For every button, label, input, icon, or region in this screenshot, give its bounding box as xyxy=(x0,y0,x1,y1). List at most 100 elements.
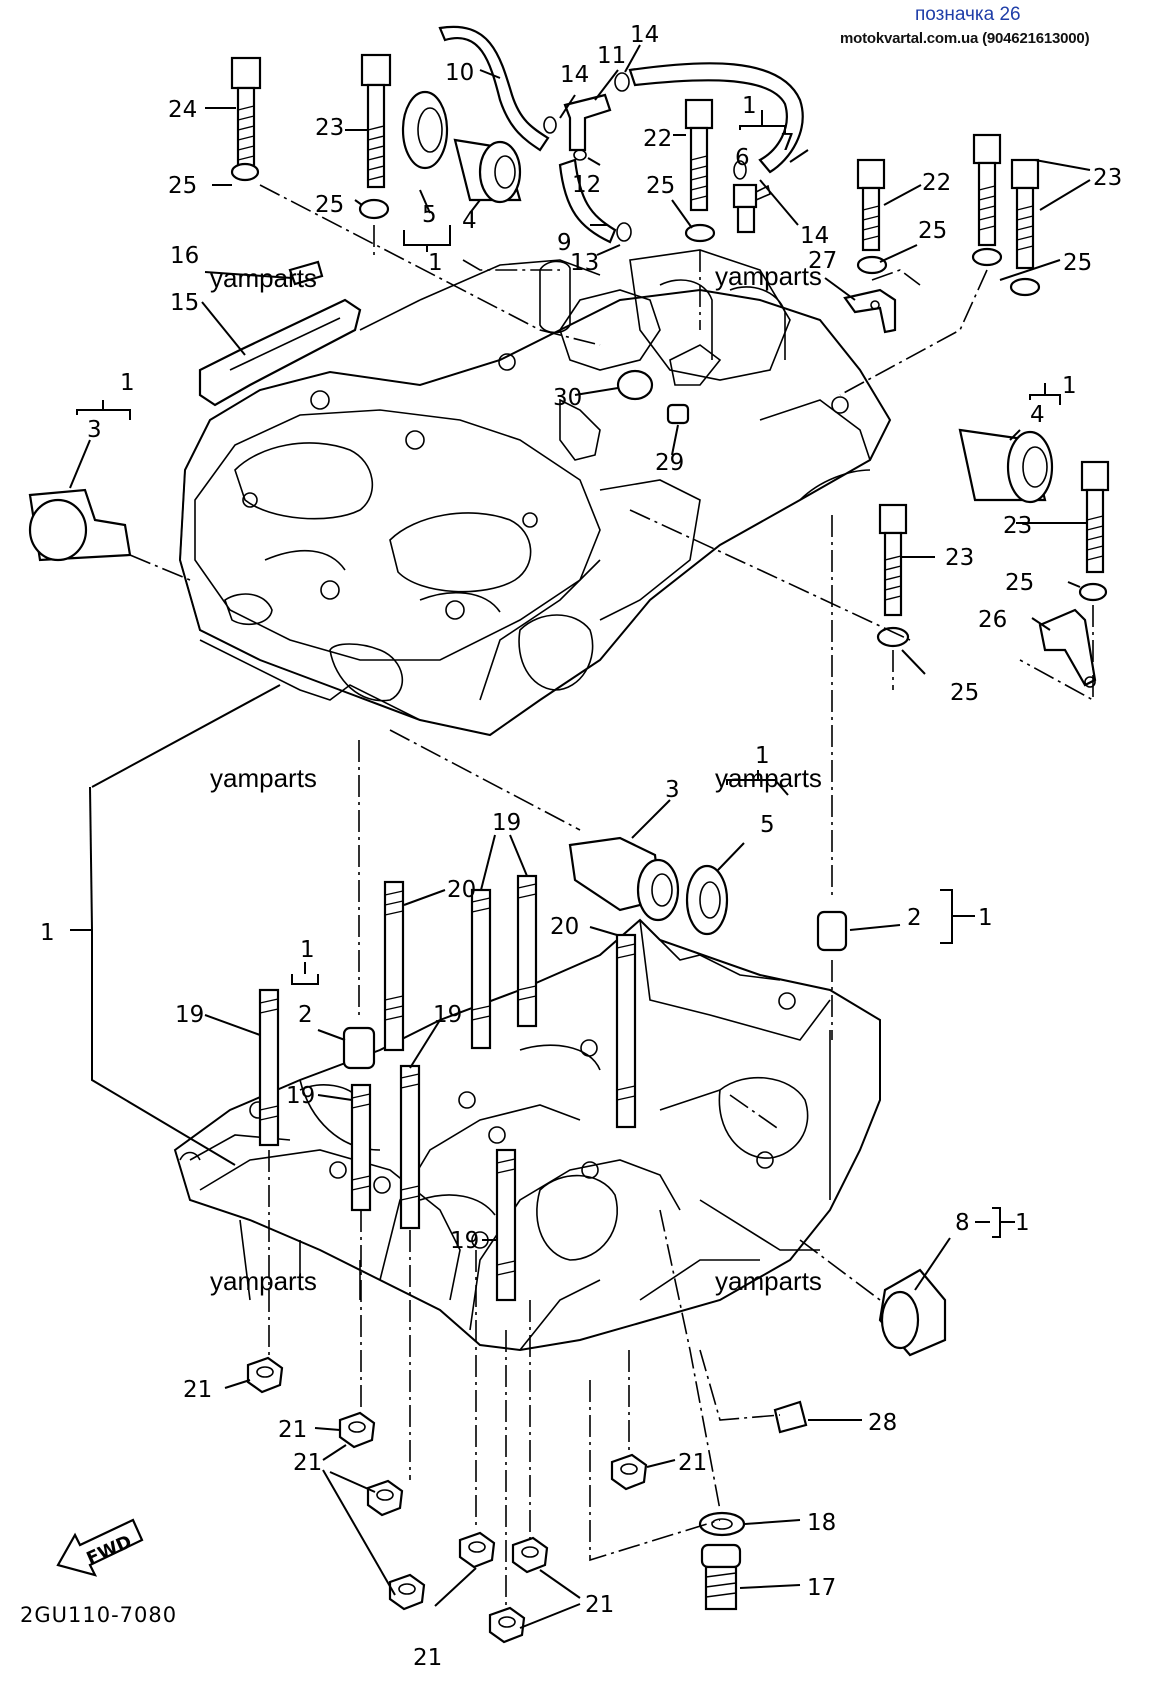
nut-21-d xyxy=(388,1573,426,1611)
callout-22: 22 xyxy=(643,126,672,152)
callout-27: 27 xyxy=(808,248,837,274)
callout-17: 17 xyxy=(807,1575,836,1601)
callout-12: 12 xyxy=(572,172,601,198)
assembly-lines xyxy=(129,184,1094,1610)
watermark-text: yamparts xyxy=(715,261,822,291)
callout-6: 6 xyxy=(735,145,750,171)
callout-10: 10 xyxy=(445,60,474,86)
watermark-text: yamparts xyxy=(210,763,317,793)
callout-25: 25 xyxy=(1063,250,1092,276)
callout-26: 26 xyxy=(978,607,1007,633)
callout-20: 20 xyxy=(550,914,579,940)
callout-1: 1 xyxy=(978,905,993,931)
bolt-24 xyxy=(230,56,262,168)
knock-pin-30 xyxy=(616,369,654,401)
callout-5: 5 xyxy=(422,202,437,228)
stud-19-c xyxy=(258,988,280,1147)
watermark-text: yamparts xyxy=(210,263,317,293)
diagram-code: 2GU110-7080 xyxy=(20,1603,177,1627)
callout-8: 8 xyxy=(955,1210,970,1236)
callout-19: 19 xyxy=(286,1083,315,1109)
callout-2: 2 xyxy=(907,905,922,931)
callout-19: 19 xyxy=(492,810,521,836)
hose-10 xyxy=(438,25,550,152)
bolt-22-b xyxy=(856,158,886,252)
washer-25-g xyxy=(1078,582,1108,602)
bolt-23-a xyxy=(360,53,392,189)
callout-21: 21 xyxy=(413,1645,442,1671)
callout-1: 1 xyxy=(300,937,315,963)
forward-arrow-icon: FWD xyxy=(56,1518,144,1577)
washer-25-b xyxy=(358,198,390,220)
source-site-label: motokvartal.com.ua (904621613000) xyxy=(840,30,1090,47)
bolt-22-a xyxy=(684,98,714,212)
nut-21-a xyxy=(246,1356,284,1394)
callout-25: 25 xyxy=(168,173,197,199)
nut-21-e xyxy=(458,1531,496,1569)
cover-15 xyxy=(198,298,362,407)
stud-19-d xyxy=(350,1083,372,1212)
watermark-text: yamparts xyxy=(715,763,822,793)
nut-21-h xyxy=(610,1453,648,1491)
clip-14-a xyxy=(543,116,557,134)
callout-21: 21 xyxy=(585,1592,614,1618)
callout-22: 22 xyxy=(922,170,951,196)
callout-1: 1 xyxy=(755,743,770,769)
callout-29: 29 xyxy=(655,450,684,476)
callout-21: 21 xyxy=(293,1450,322,1476)
callout-2: 2 xyxy=(298,1002,313,1028)
callout-4: 4 xyxy=(1030,402,1045,428)
callout-15: 15 xyxy=(170,290,199,316)
washer-25-h xyxy=(876,626,910,648)
washer-25-a xyxy=(230,162,260,182)
callout-25: 25 xyxy=(646,173,675,199)
bolt-23-d xyxy=(1080,460,1110,574)
callout-21: 21 xyxy=(183,1377,212,1403)
bearing-4-b xyxy=(958,428,1054,504)
callout-9: 9 xyxy=(557,230,572,256)
washer-25-c xyxy=(684,223,716,243)
callout-19: 19 xyxy=(450,1228,479,1254)
oil-seal-5-b xyxy=(685,864,729,936)
joint-11 xyxy=(563,93,612,152)
watermark-text: yamparts xyxy=(715,1266,822,1296)
callout-16: 16 xyxy=(170,243,199,269)
washer-25-d xyxy=(856,255,888,275)
callout-25: 25 xyxy=(1005,570,1034,596)
bracket-27 xyxy=(843,288,897,334)
stud-19-f xyxy=(495,1148,517,1302)
nut-21-g xyxy=(488,1606,526,1644)
leader-lines xyxy=(69,44,1091,1629)
bearing-3-a xyxy=(28,488,132,562)
callout-23: 23 xyxy=(1093,165,1122,191)
bolt-23-c xyxy=(1010,158,1040,270)
stud-19-e xyxy=(399,1064,421,1230)
nut-21-f xyxy=(511,1536,549,1574)
bearing-4-a xyxy=(453,138,522,204)
hose-7 xyxy=(628,62,804,174)
stud-19-b xyxy=(516,874,538,1028)
plug-28 xyxy=(773,1400,808,1434)
bolt-16 xyxy=(288,260,324,286)
callout-14: 14 xyxy=(800,223,829,249)
callout-1: 1 xyxy=(120,370,135,396)
clip-14-b xyxy=(614,72,630,92)
callout-19: 19 xyxy=(433,1002,462,1028)
callout-14: 14 xyxy=(560,62,589,88)
callout-4: 4 xyxy=(462,208,477,234)
gasket-18 xyxy=(698,1511,746,1537)
callout-23: 23 xyxy=(315,115,344,141)
upper-crankcase xyxy=(178,249,892,737)
callout-19: 19 xyxy=(175,1002,204,1028)
oil-seal-5-a xyxy=(401,90,449,170)
callout-1: 1 xyxy=(428,250,443,276)
callout-7: 7 xyxy=(780,130,795,156)
callout-23: 23 xyxy=(945,545,974,571)
bolt-23-b xyxy=(972,133,1002,247)
bracket-26 xyxy=(1038,608,1097,688)
stud-20-b xyxy=(615,933,637,1129)
washer-25-f xyxy=(1009,277,1041,297)
callout-25: 25 xyxy=(918,218,947,244)
clip-12 xyxy=(573,149,587,161)
